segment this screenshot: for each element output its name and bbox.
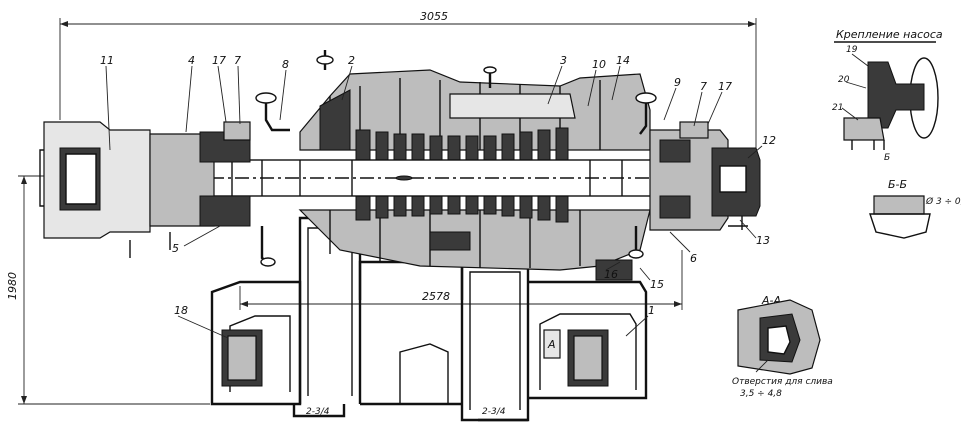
inset-pump-title: Крепление насоса — [836, 28, 943, 41]
inset-aa-note-2: 3,5 ÷ 4,8 — [740, 389, 782, 399]
inset-pump-21: 21 — [832, 103, 843, 113]
part-8: 8 — [282, 58, 289, 71]
part-17-left: 17 — [212, 54, 226, 67]
part-7-left: 7 — [234, 54, 241, 67]
inset-aa-note: Отверстия для слива — [732, 377, 833, 387]
dim-inner-length: 2578 — [422, 290, 450, 303]
part-12: 12 — [762, 134, 776, 147]
base-mark-left: 2-3/4 — [306, 407, 330, 417]
inset-pump-20: 20 — [838, 75, 850, 85]
inset-pump-mounting: Крепление насоса 19 20 21 Б — [832, 28, 943, 163]
front-bearing-housing — [39, 121, 251, 258]
part-10: 10 — [592, 58, 606, 71]
dim-height: 1980 — [6, 272, 19, 300]
inset-pump-19: 19 — [846, 45, 858, 55]
base-mark-right: 2-3/4 — [482, 407, 506, 417]
dimension-lines — [18, 18, 757, 405]
inset-section-aa: А-А Отверстия для слива 3,5 ÷ 4,8 — [732, 294, 833, 399]
rear-bearing-housing — [649, 121, 761, 231]
inset-pump-b: Б — [884, 153, 890, 163]
part-16: 16 — [604, 268, 618, 281]
inset-bb-title: Б-Б — [888, 178, 907, 191]
part-4: 4 — [188, 54, 195, 67]
inset-bb-note: Ø 3 ÷ 0,8 — [925, 196, 961, 207]
part-9: 9 — [674, 76, 681, 89]
leader-lines — [105, 65, 763, 339]
part-2: 2 — [348, 54, 355, 67]
part-11: 11 — [100, 54, 114, 67]
part-5: 5 — [172, 242, 179, 255]
part-17-right: 17 — [718, 80, 732, 93]
part-13: 13 — [756, 234, 770, 247]
part-14: 14 — [616, 54, 630, 67]
part-6: 6 — [690, 252, 697, 265]
part-1: 1 — [648, 304, 655, 317]
turbine-casing — [298, 69, 651, 281]
part-3: 3 — [560, 54, 567, 67]
part-18: 18 — [174, 304, 188, 317]
part-15: 15 — [650, 278, 664, 291]
dim-overall-length: 3055 — [420, 10, 448, 23]
part-numbers: 11 4 17 7 8 2 3 10 14 9 7 17 12 13 5 6 1… — [100, 54, 776, 317]
side-mark-a: A — [547, 338, 556, 351]
inset-section-bb: Б-Б Ø 3 ÷ 0,8 — [869, 178, 961, 239]
steam-valves — [255, 50, 657, 267]
part-7-right: 7 — [700, 80, 707, 93]
